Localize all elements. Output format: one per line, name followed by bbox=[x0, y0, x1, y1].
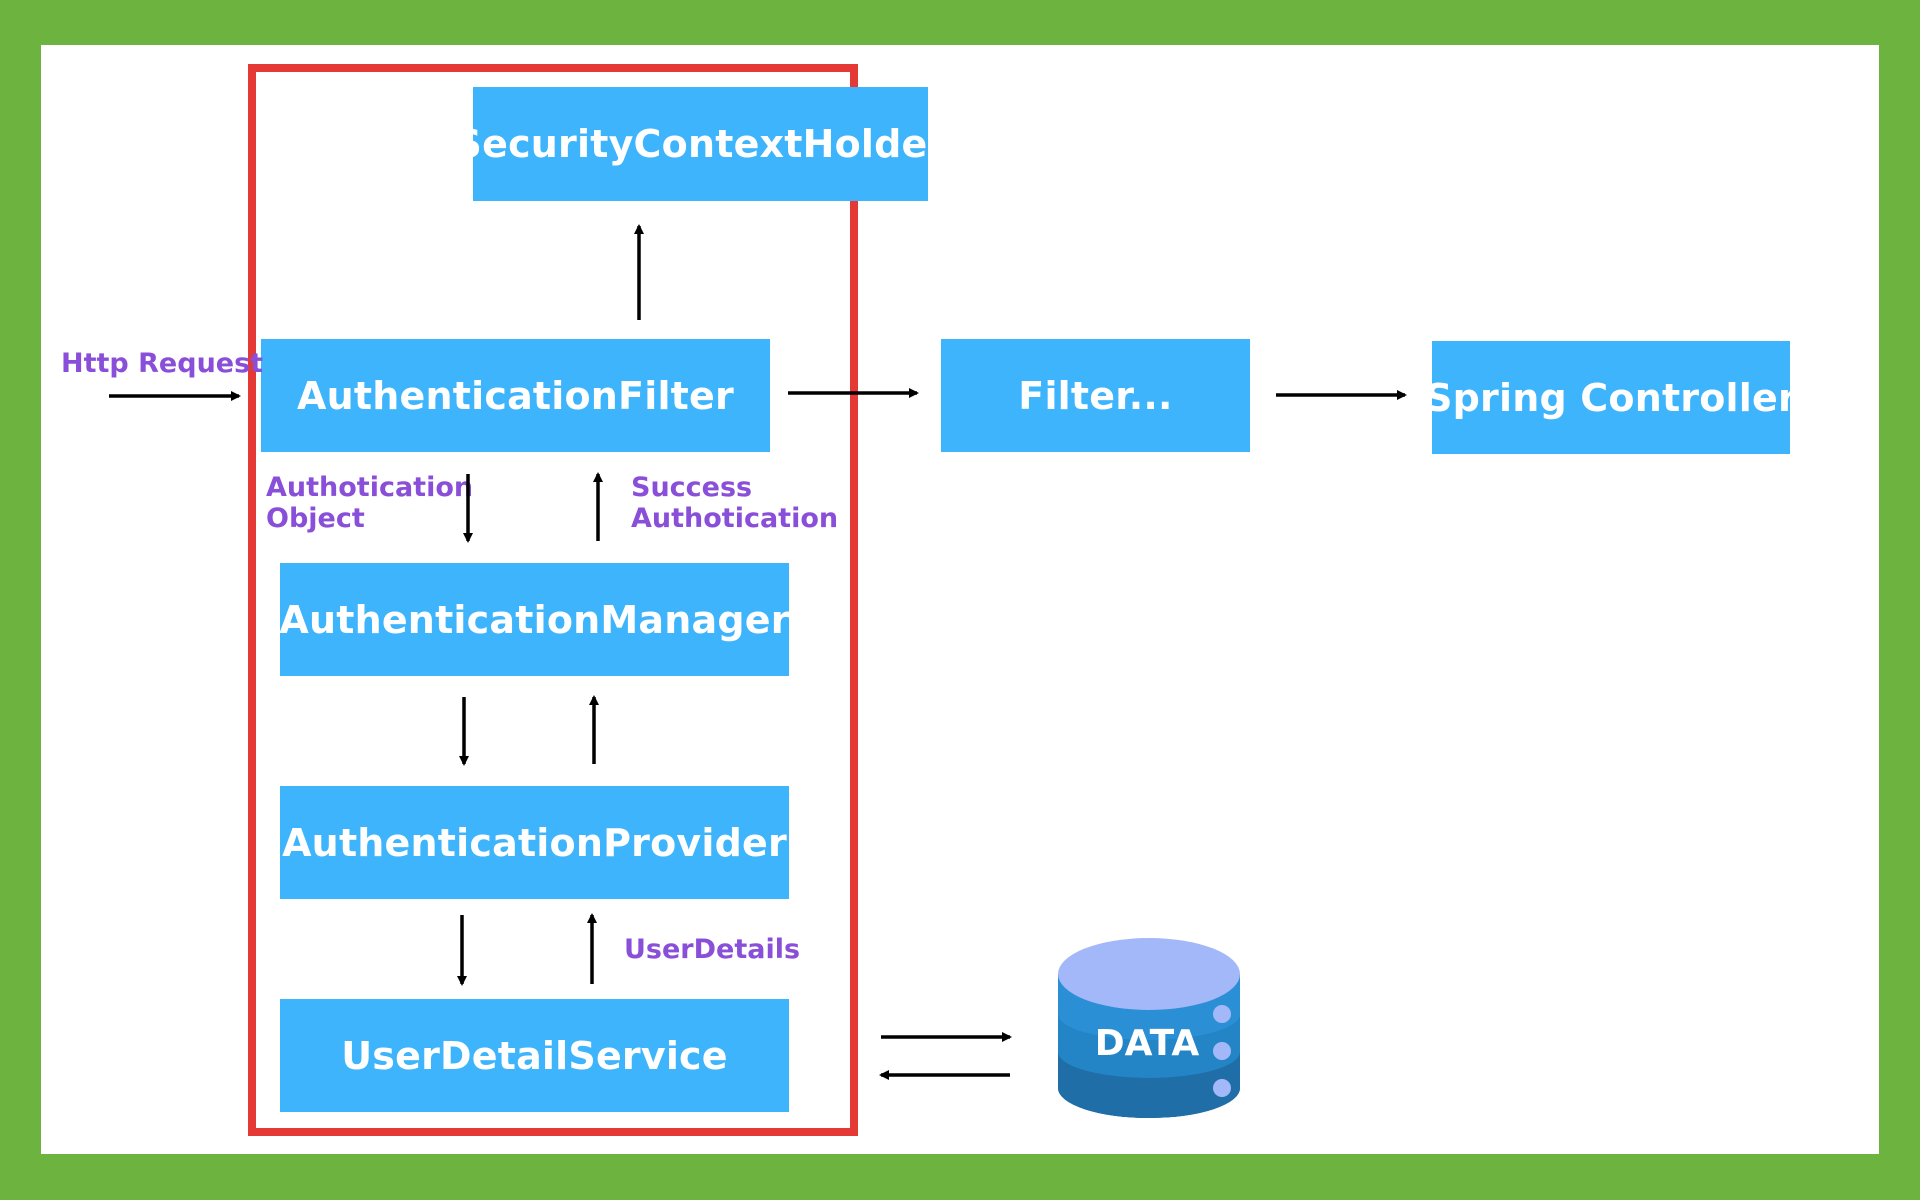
authentication-filter-label: AuthenticationFilter bbox=[297, 373, 734, 418]
user-detail-service-label: UserDetailService bbox=[341, 1033, 728, 1078]
success-authotication-label-line2: Authotication bbox=[631, 503, 839, 534]
authotication-object-label-line2: Object bbox=[266, 503, 365, 534]
http-request-label: Http Request bbox=[61, 348, 264, 379]
filter-label: Filter... bbox=[1018, 373, 1173, 418]
security-filter-frame bbox=[248, 64, 858, 1136]
authotication-object-label-line1: Authotication bbox=[266, 472, 474, 503]
filter-box: Filter... bbox=[941, 339, 1250, 452]
authentication-provider-box: AuthenticationProvider bbox=[280, 786, 789, 899]
success-authotication-label-line1: Success bbox=[631, 472, 753, 503]
authentication-provider-label: AuthenticationProvider bbox=[282, 820, 787, 865]
database-icon bbox=[1058, 938, 1240, 1118]
user-details-label: UserDetails bbox=[624, 934, 801, 965]
spring-controller-box: Spring Controller bbox=[1425, 341, 1797, 454]
data-label: DATA bbox=[1094, 1023, 1200, 1064]
spring-controller-label: Spring Controller bbox=[1425, 375, 1797, 420]
authentication-manager-box: AuthenticationManager bbox=[279, 563, 790, 676]
authentication-manager-label: AuthenticationManager bbox=[279, 597, 790, 642]
security-context-holder-label: SecurityContextHolder bbox=[454, 122, 947, 166]
authentication-filter-box: AuthenticationFilter bbox=[261, 339, 770, 452]
security-context-holder-box: SecurityContextHolder bbox=[455, 87, 946, 201]
user-detail-service-box: UserDetailService bbox=[280, 999, 789, 1112]
